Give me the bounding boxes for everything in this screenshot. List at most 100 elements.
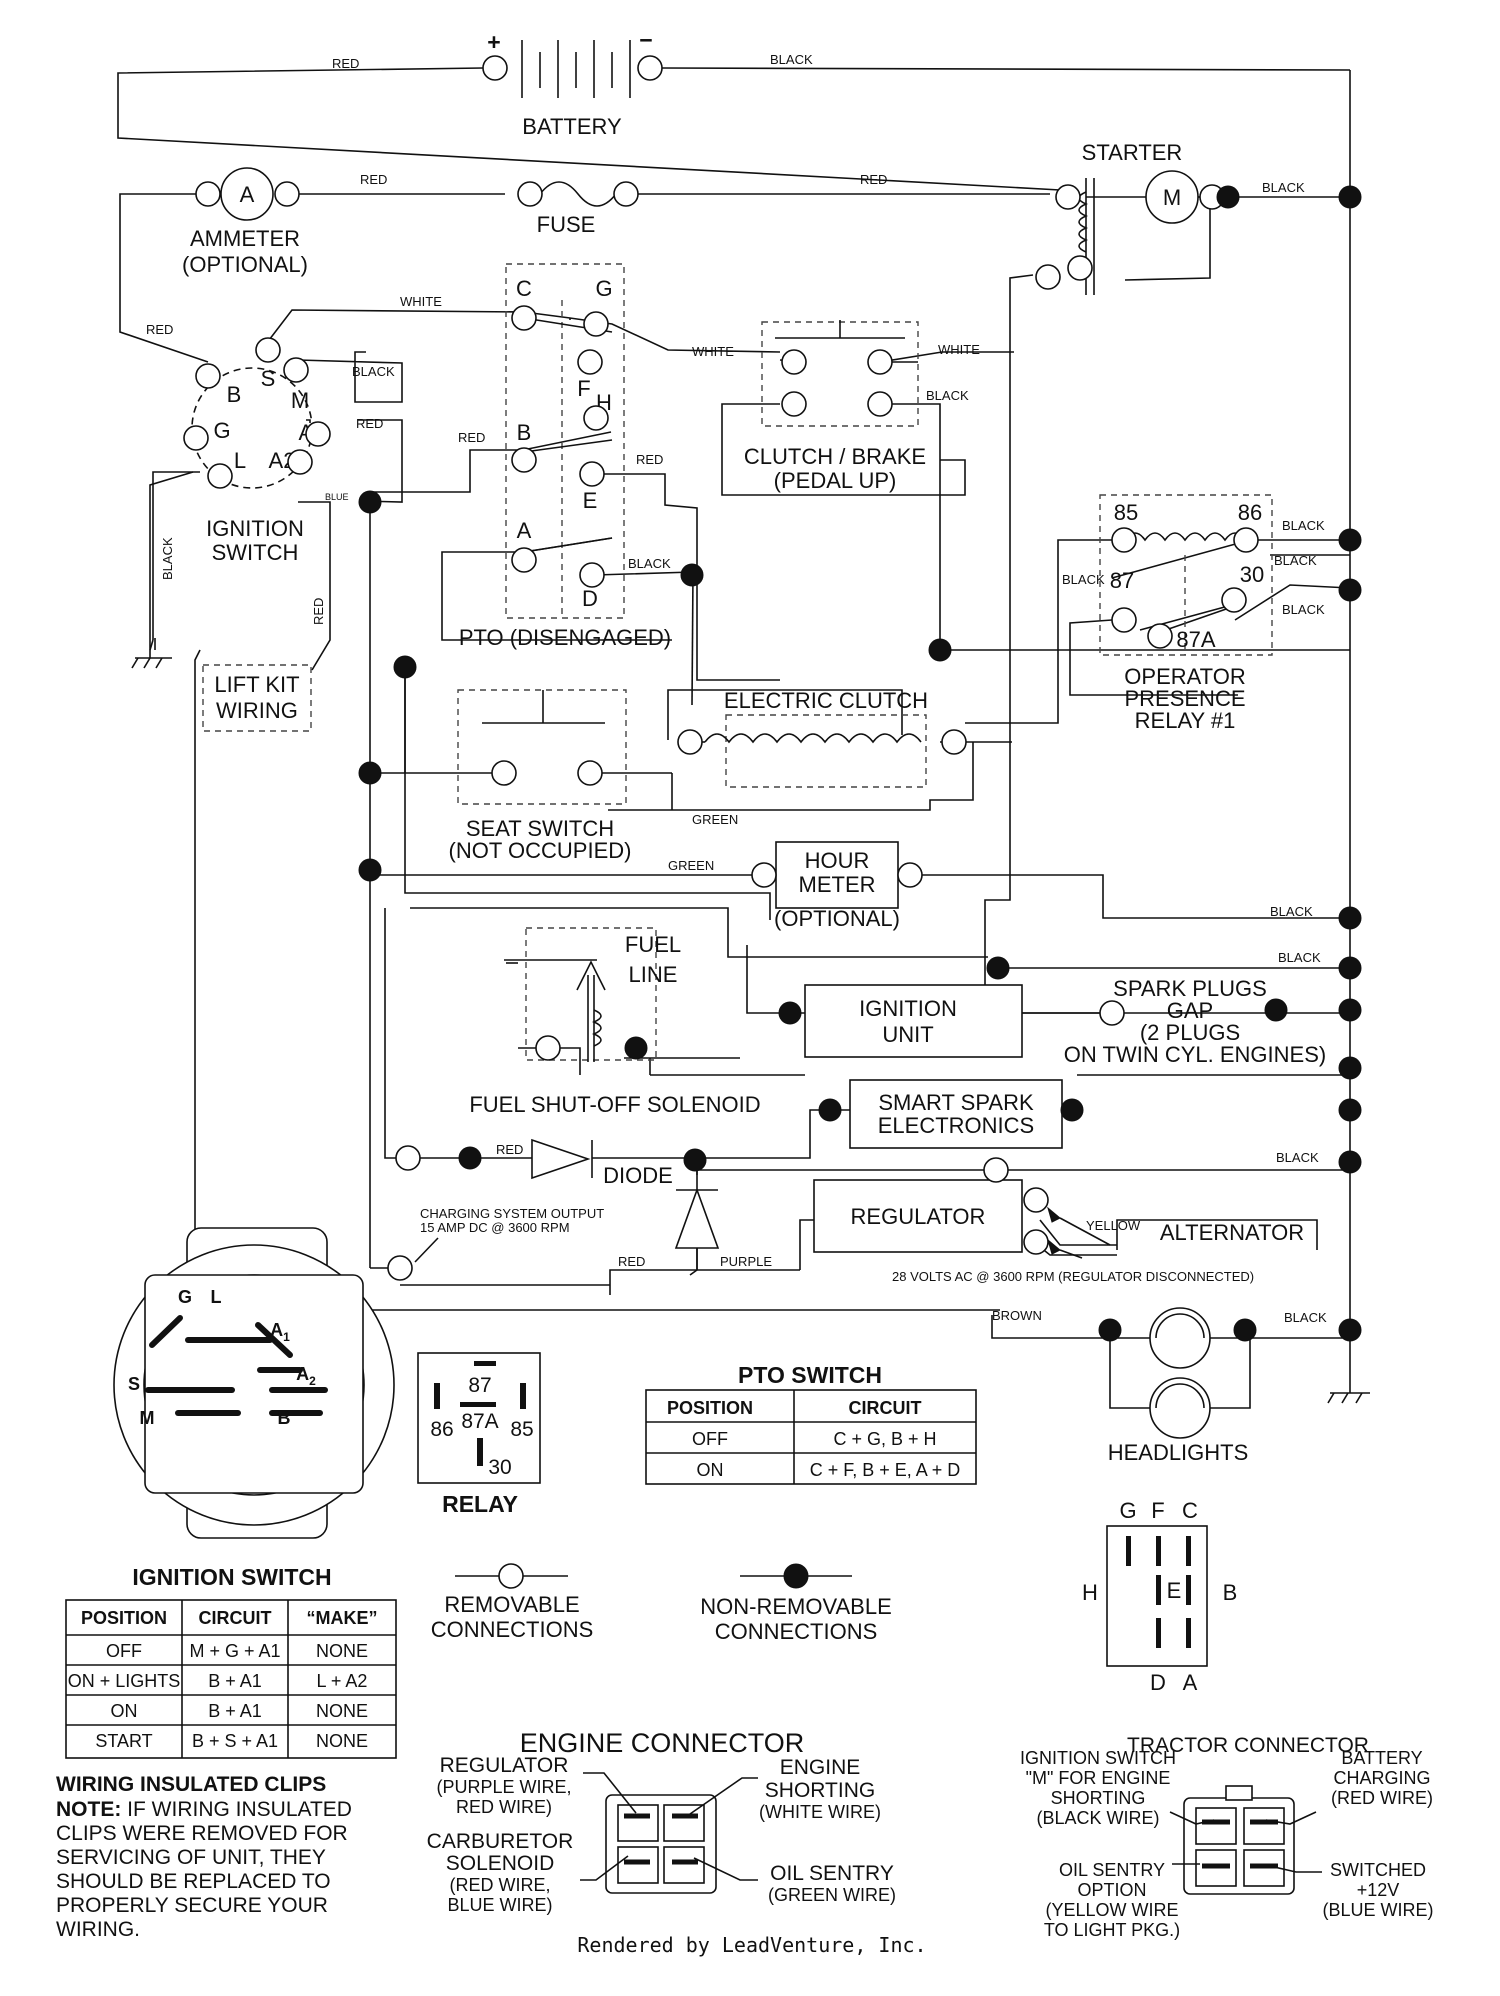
tractor-connector-oil-4: TO LIGHT PKG.) [1044, 1920, 1180, 1940]
ignition-table-row-start-make: NONE [316, 1731, 368, 1751]
pto-term-f: F [577, 376, 590, 401]
wire-label-white: WHITE [400, 294, 442, 309]
diodes: DIODE [531, 1138, 720, 1249]
wire-label-black: BLACK [628, 556, 671, 571]
tractor-connector-oil-2: OPTION [1077, 1880, 1146, 1900]
face-term-m: M [140, 1408, 155, 1428]
pto-term-e: E [583, 488, 598, 513]
pto-term-g: G [595, 276, 612, 301]
wire-label-red: RED [311, 598, 326, 625]
ammeter-label: AMMETER [190, 226, 300, 251]
ignition-table-row-start-position: START [95, 1731, 152, 1751]
wire-label-purple: PURPLE [720, 1254, 772, 1269]
wire-label-red: RED [618, 1254, 645, 1269]
fuel-line-label-1: FUEL [625, 932, 681, 957]
pto-table-header-circuit: CIRCUIT [849, 1398, 922, 1418]
pto-switch-table: PTO SWITCH POSITION CIRCUIT OFF C + G, B… [645, 1362, 977, 1485]
relay-term-87: 87 [1110, 568, 1134, 593]
wire-label-red: RED [332, 56, 359, 71]
ignition-table-row-off-make: NONE [316, 1641, 368, 1661]
hour-meter-label-1: HOUR [805, 848, 870, 873]
ignition-table-row-off-position: OFF [106, 1641, 142, 1661]
ignition-table-row-lights-make: L + A2 [317, 1671, 368, 1691]
spark-plugs-label-1: SPARK PLUGS [1113, 976, 1267, 1001]
pto-table-row-on-circuit: C + F, B + E, A + D [810, 1460, 961, 1480]
wire-labels: RED BLACK RED RED BLACK RED WHITE BLACK … [146, 52, 1327, 1325]
smart-spark-label-2: ELECTRONICS [878, 1113, 1034, 1138]
ign-term-s: S [261, 366, 276, 391]
lift-kit-label-1: LIFT KIT [214, 672, 299, 697]
wire-label-black: BLACK [1274, 553, 1317, 568]
seat-switch: SEAT SWITCH (NOT OCCUPIED) [449, 689, 631, 863]
relay-pinout: 87 87A 86 85 30 RELAY [417, 1352, 541, 1517]
note-line-4: SHOULD BE REPLACED TO [56, 1870, 331, 1893]
ignition-table-row-lights-circuit: B + A1 [208, 1671, 262, 1691]
wire-label-red: RED [360, 172, 387, 187]
alternator-output-label: 28 VOLTS AC @ 3600 RPM (REGULATOR DISCON… [892, 1269, 1254, 1284]
engine-connector-carb-3: (RED WIRE, [450, 1875, 551, 1895]
wire-label-black: BLACK [1284, 1310, 1327, 1325]
face-term-s: S [128, 1374, 140, 1394]
pto-table-row-off-position: OFF [692, 1429, 728, 1449]
tractor-connector-battery-2: CHARGING [1333, 1768, 1430, 1788]
pto-connector: G F C H E B D A [1082, 1498, 1237, 1695]
engine-connector-shorting-2: SHORTING [765, 1779, 875, 1802]
wire-label-yellow: YELLOW [1086, 1218, 1141, 1233]
relay-title: RELAY [442, 1491, 518, 1517]
note-line-5: PROPERLY SECURE YOUR [56, 1894, 328, 1917]
relay-pin-87a: 87A [461, 1410, 498, 1433]
legend-non-removable-label-1: NON-REMOVABLE [700, 1594, 892, 1619]
charging-output-label-2: 15 AMP DC @ 3600 RPM [420, 1220, 570, 1235]
ignition-table-row-on-circuit: B + A1 [208, 1701, 262, 1721]
wire-label-red: RED [860, 172, 887, 187]
fuse: FUSE [537, 181, 617, 237]
wire-label-blue: BLUE [325, 492, 349, 502]
pto-connector-b: B [1223, 1580, 1238, 1605]
wire-label-white: WHITE [938, 342, 980, 357]
operator-relay-label-3: RELAY #1 [1135, 708, 1236, 733]
battery-label: BATTERY [522, 114, 622, 139]
relay-pin-85: 85 [510, 1418, 533, 1441]
tractor-connector-ign-4: (BLACK WIRE) [1036, 1808, 1159, 1828]
note-title: WIRING INSULATED CLIPS [56, 1773, 326, 1796]
pto-connector-e: E [1167, 1578, 1182, 1603]
hour-meter: HOUR METER (OPTIONAL) [774, 841, 900, 931]
regulator: REGULATOR [813, 1179, 1023, 1253]
tractor-connector-oil-1: OIL SENTRY [1059, 1860, 1165, 1880]
lift-kit-wiring: LIFT KIT WIRING [202, 664, 312, 732]
wire-label-red: RED [356, 416, 383, 431]
face-term-l: L [211, 1287, 222, 1307]
seat-switch-label: SEAT SWITCH [466, 816, 614, 841]
pto-label: PTO (DISENGAGED) [459, 625, 671, 650]
legend-removable-label-2: CONNECTIONS [431, 1617, 594, 1642]
relay-pin-86: 86 [430, 1418, 453, 1441]
ammeter: A AMMETER (OPTIONAL) [182, 167, 308, 277]
ignition-unit-label-1: IGNITION [859, 996, 957, 1021]
pto-table-title: PTO SWITCH [738, 1362, 882, 1388]
diode-label: DIODE [603, 1163, 673, 1188]
charging-output-note: CHARGING SYSTEM OUTPUT 15 AMP DC @ 3600 … [414, 1206, 1254, 1284]
face-term-g: G [178, 1287, 192, 1307]
non-removable-connections [358, 185, 1362, 1342]
pto-term-d: D [582, 586, 598, 611]
pto-connector-g: G [1119, 1498, 1136, 1523]
ign-term-g: G [213, 418, 230, 443]
spark-plugs: SPARK PLUGS GAP (2 PLUGS ON TWIN CYL. EN… [1064, 976, 1326, 1067]
engine-connector-oil-1: OIL SENTRY [770, 1862, 894, 1885]
wire-label-black: BLACK [1262, 180, 1305, 195]
relay-term-87a: 87A [1176, 627, 1215, 652]
tractor-connector-ign-2: "M" FOR ENGINE [1026, 1768, 1171, 1788]
operator-presence-relay: 85 86 87 30 87A OPERATOR PRESENCE RELAY … [1099, 494, 1273, 733]
wire-label-red: RED [458, 430, 485, 445]
starter: STARTER M [1078, 140, 1199, 295]
pto-connector-c: C [1182, 1498, 1198, 1523]
wire-label-white: WHITE [692, 344, 734, 359]
tractor-connector-title: TRACTOR CONNECTOR [1127, 1734, 1369, 1757]
fuel-solenoid-label: FUEL SHUT-OFF SOLENOID [469, 1092, 760, 1117]
tractor-connector-ign-3: SHORTING [1051, 1788, 1146, 1808]
wire-label-red: RED [146, 322, 173, 337]
tractor-connector-oil-3: (YELLOW WIRE [1045, 1900, 1178, 1920]
battery: + − BATTERY [487, 27, 652, 139]
note-line-6: WIRING. [56, 1918, 140, 1941]
